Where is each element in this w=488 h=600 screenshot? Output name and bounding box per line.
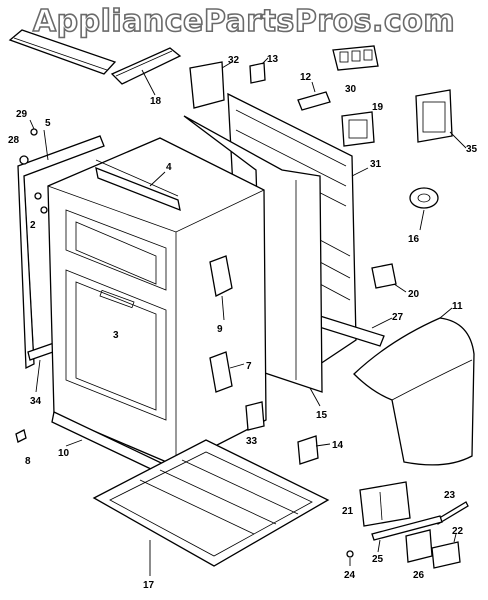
callout-20: 20 — [408, 289, 420, 300]
part-21-bracket — [359, 481, 411, 527]
callout-23: 23 — [444, 490, 456, 501]
part-28-29-hardware — [19, 119, 38, 165]
part-2-clips — [34, 192, 48, 214]
part-33-bracket — [245, 401, 265, 431]
callout-26: 26 — [413, 570, 425, 581]
part-7-hinge — [209, 351, 245, 393]
callout-13: 13 — [267, 54, 279, 65]
part-5-door-frame — [17, 129, 105, 370]
part-20-bracket — [371, 263, 407, 293]
callout-10: 10 — [58, 448, 70, 459]
part-14-bracket — [297, 435, 331, 465]
callout-34: 34 — [30, 396, 42, 407]
callout-21: 21 — [342, 506, 354, 517]
part-19-frame — [341, 111, 375, 147]
oven-cavity — [47, 137, 267, 467]
part-24-washer — [346, 550, 354, 566]
part-17-bottom-tray — [92, 439, 330, 576]
callout-17: 17 — [143, 580, 155, 591]
part-22-switch — [431, 533, 461, 569]
part-16-sensor — [409, 187, 439, 231]
part-8-screw — [15, 429, 27, 443]
part-top-trim-strip — [8, 29, 117, 75]
callout-25: 25 — [372, 554, 384, 565]
part-9-hinge — [209, 255, 233, 321]
callout-30: 30 — [345, 84, 357, 95]
part-25-latch — [371, 515, 443, 553]
callout-12: 12 — [300, 72, 312, 83]
callout-2: 2 — [30, 220, 36, 231]
callout-32: 32 — [228, 55, 240, 66]
callout-18: 18 — [150, 96, 162, 107]
callout-5: 5 — [45, 118, 51, 129]
callout-29: 29 — [16, 109, 28, 120]
part-4-cavity-bracket — [95, 166, 181, 212]
callout-28: 28 — [8, 135, 20, 146]
callout-8: 8 — [25, 456, 31, 467]
callout-4: 4 — [166, 162, 172, 173]
part-32-shield — [189, 61, 233, 109]
callout-14: 14 — [332, 440, 344, 451]
part-18-bracket — [110, 47, 182, 96]
callout-33: 33 — [246, 436, 258, 447]
callout-11: 11 — [452, 301, 463, 312]
watermark: AppliancePartsPros.com — [32, 3, 456, 40]
part-11-insulation — [353, 307, 475, 466]
part-13-plate — [249, 57, 269, 84]
part-35-panel — [415, 89, 467, 149]
callout-9: 9 — [217, 324, 223, 335]
callout-16: 16 — [408, 234, 420, 245]
callout-7: 7 — [246, 361, 252, 372]
callout-3: 3 — [113, 330, 119, 341]
callout-27: 27 — [392, 312, 404, 323]
callout-19: 19 — [372, 102, 384, 113]
callout-24: 24 — [344, 570, 356, 581]
part-12-bracket — [297, 81, 331, 111]
callout-31: 31 — [370, 159, 382, 170]
callout-22: 22 — [452, 526, 464, 537]
callout-35: 35 — [466, 144, 478, 155]
part-15-side-panel — [183, 115, 323, 407]
part-30-terminal-block — [332, 45, 379, 71]
callout-15: 15 — [316, 410, 328, 421]
part-26-plate — [405, 529, 433, 563]
